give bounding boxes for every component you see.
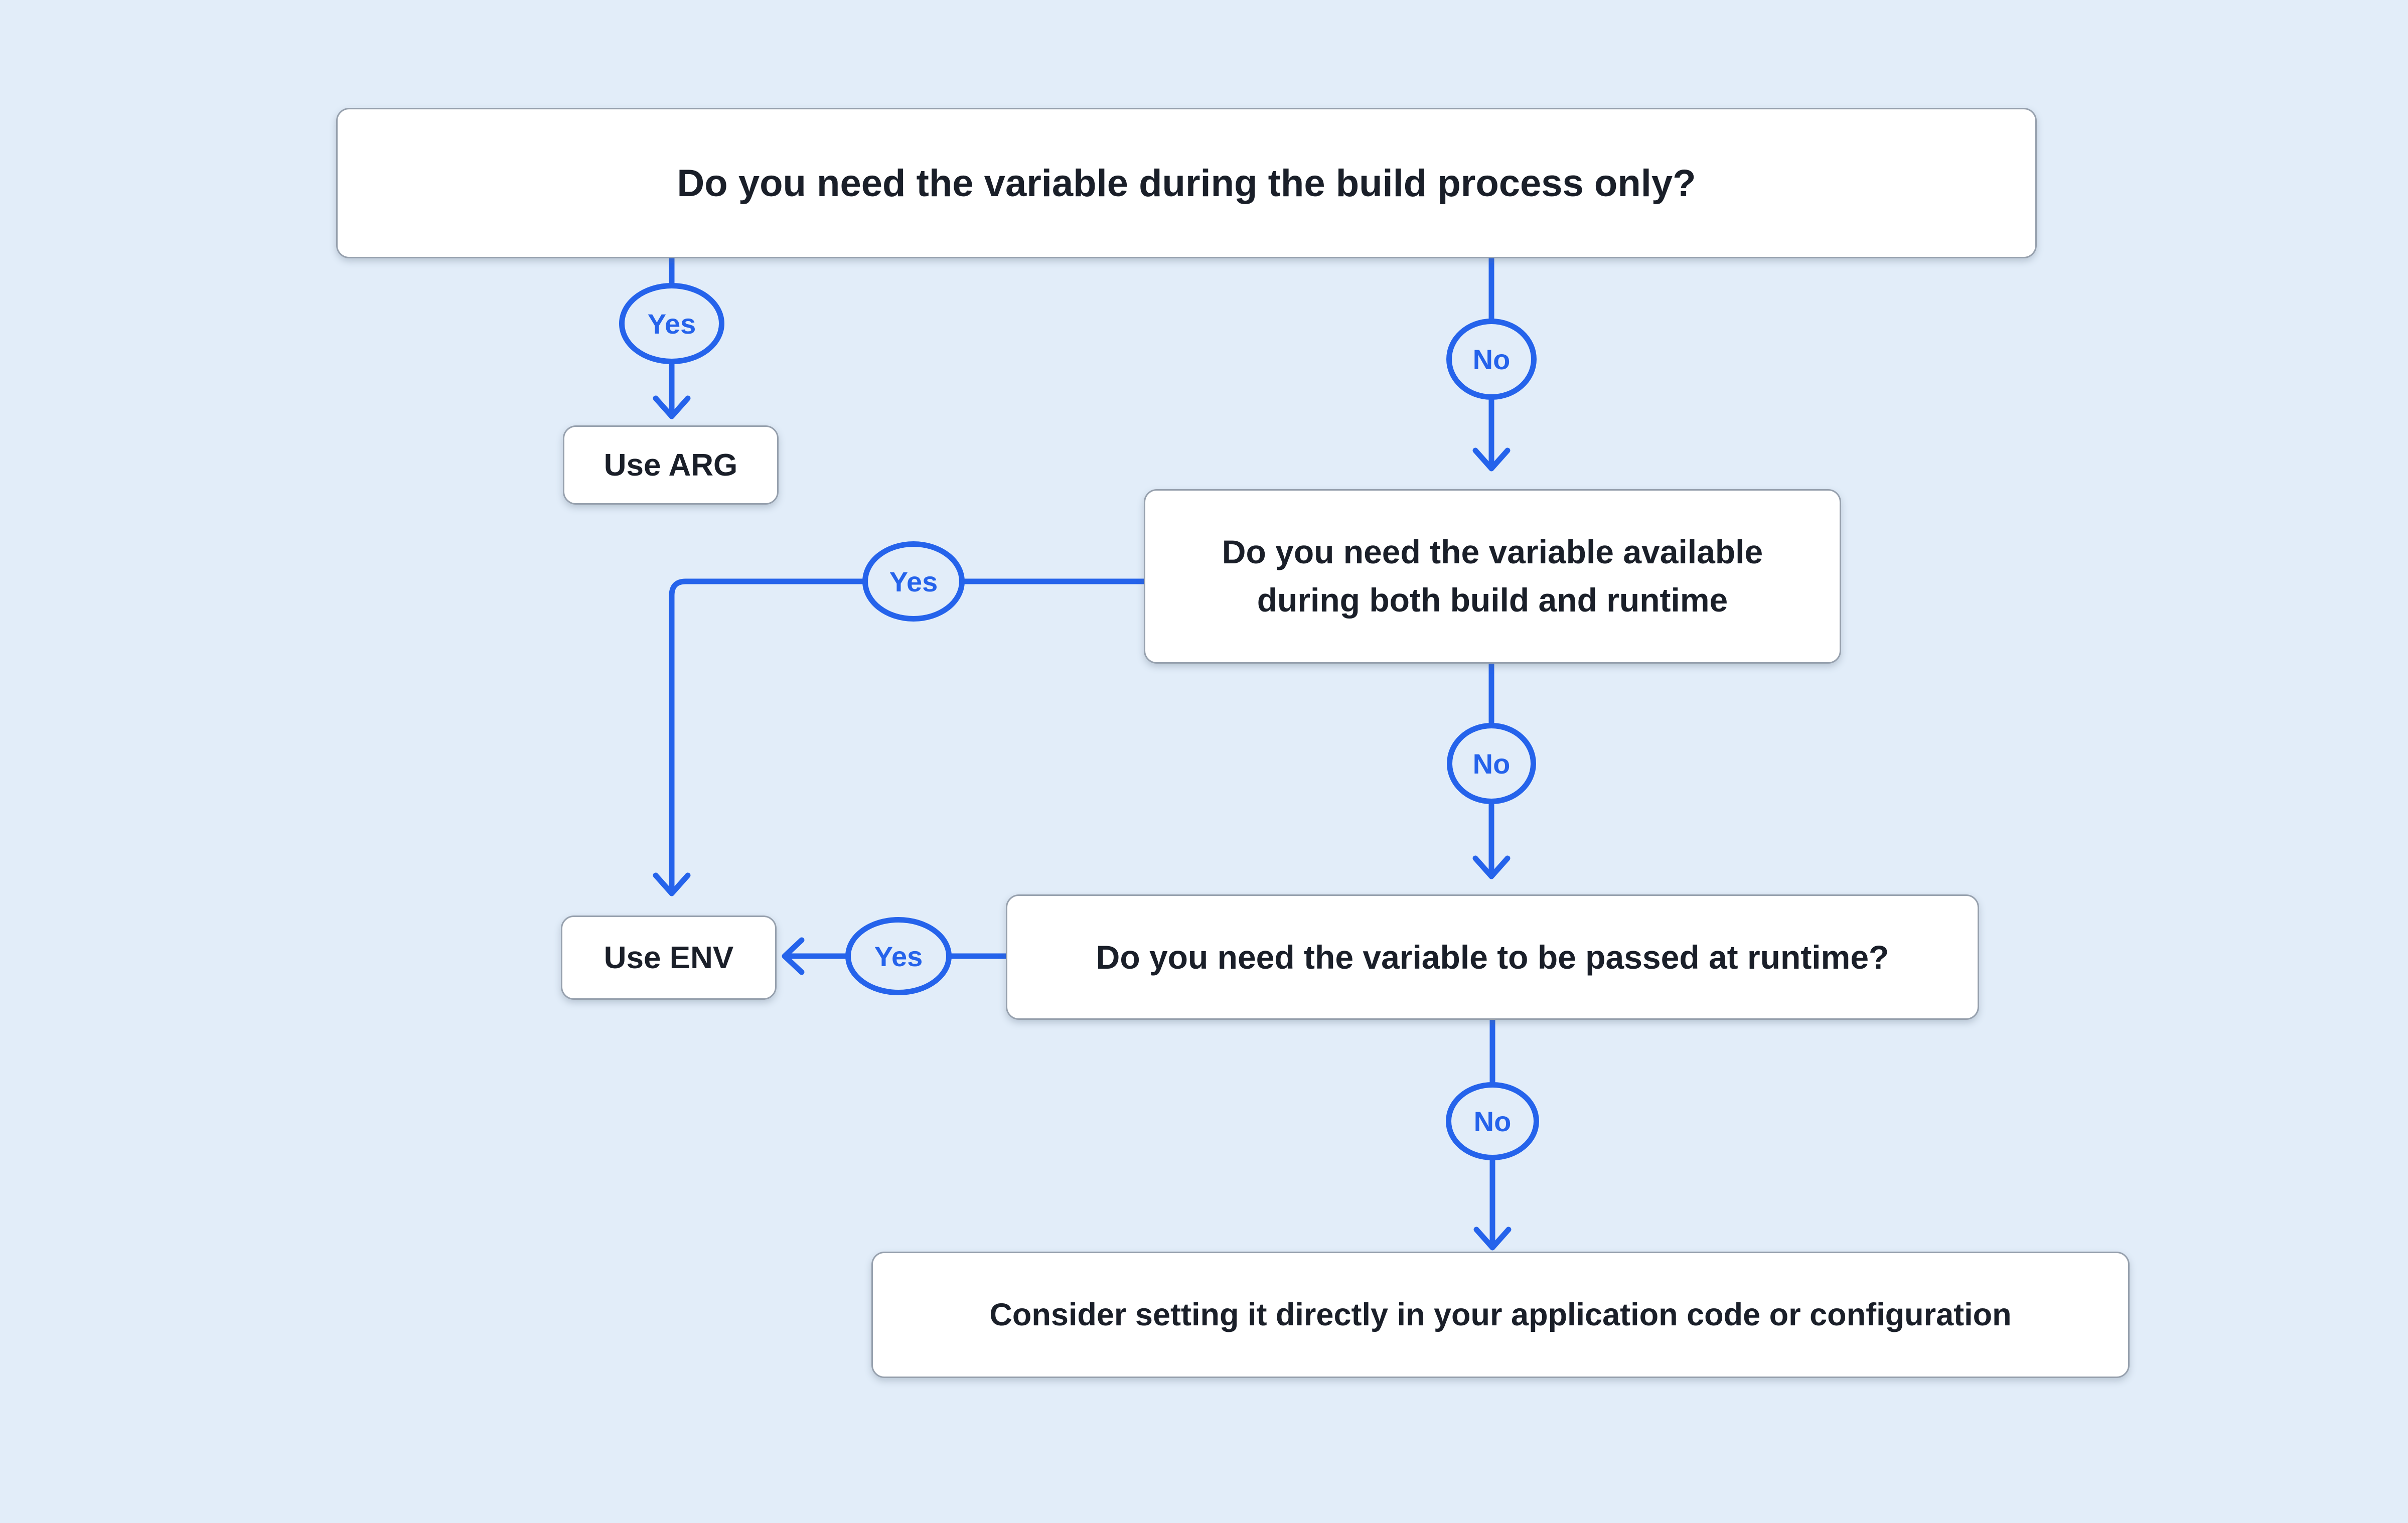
- node-question-both-build-runtime: Do you need the variable available durin…: [1144, 489, 1841, 664]
- edge-label-yes-2: Yes: [862, 541, 965, 622]
- node-question-passed-runtime: Do you need the variable to be passed at…: [1006, 894, 1979, 1020]
- edge-label-no-1-text: No: [1472, 343, 1511, 375]
- node-use-arg: Use ARG: [563, 425, 779, 505]
- edge-label-yes-3-text: Yes: [874, 940, 923, 972]
- node-question-build-only: Do you need the variable during the buil…: [336, 108, 2037, 258]
- edge-label-no-3: No: [1446, 1082, 1539, 1160]
- edge-no2-to-q3-arrow: [1472, 800, 1511, 879]
- edge-label-yes-1-text: Yes: [647, 308, 696, 340]
- node-consider-app-code: Consider setting it directly in your app…: [871, 1252, 2130, 1378]
- edge-yes3-to-use-env-arrow: [782, 937, 848, 975]
- edge-no3-to-consider-arrow: [1473, 1156, 1512, 1251]
- node-question-build-only-label: Do you need the variable during the buil…: [677, 162, 1696, 205]
- edge-no1-to-q2-arrow: [1472, 396, 1511, 472]
- edge-label-yes-1: Yes: [619, 283, 724, 364]
- edge-label-yes-2-text: Yes: [889, 565, 938, 597]
- edge-label-no-2: No: [1447, 723, 1536, 804]
- edge-label-no-3-text: No: [1473, 1105, 1512, 1137]
- edge-label-yes-3: Yes: [845, 917, 952, 995]
- node-question-both-build-runtime-label: Do you need the variable available durin…: [1222, 533, 1763, 619]
- node-use-env-label: Use ENV: [604, 940, 734, 975]
- node-use-arg-label: Use ARG: [604, 447, 738, 483]
- node-consider-app-code-label: Consider setting it directly in your app…: [989, 1297, 2012, 1332]
- node-use-env: Use ENV: [561, 916, 777, 1000]
- edge-yes1-to-use-arg-arrow: [653, 361, 691, 419]
- edge-yes2-to-use-env-arrow: [653, 578, 865, 896]
- edge-label-no-1: No: [1446, 319, 1537, 400]
- node-question-passed-runtime-label: Do you need the variable to be passed at…: [1096, 939, 1889, 976]
- edge-label-no-2-text: No: [1472, 747, 1511, 780]
